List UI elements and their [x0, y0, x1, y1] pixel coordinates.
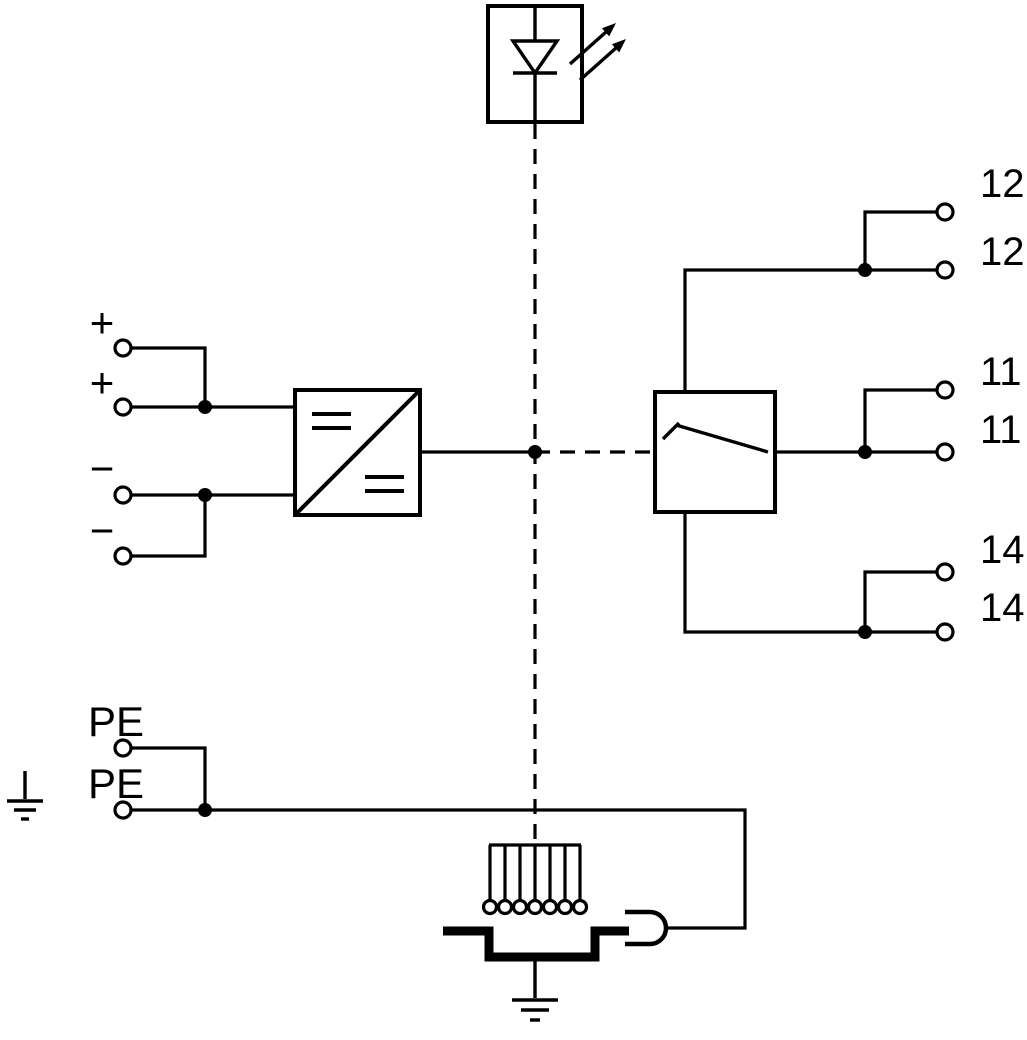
wire-segment: [863, 570, 937, 632]
terminal-12-upper: [935, 202, 955, 222]
pe-terminals: PE PE: [7, 698, 747, 930]
earth-ground-icon: [7, 771, 43, 821]
wire-segment: [131, 746, 207, 810]
label-pe-bottom: PE: [88, 760, 144, 807]
label-11-lower: 11: [980, 408, 1022, 452]
converter-diagonal: [293, 388, 422, 517]
junction-dot: [858, 263, 872, 277]
label-minus-top: −: [90, 445, 115, 492]
terminal-pe-1: [113, 738, 133, 758]
switch-blade-icon: [675, 423, 769, 454]
junction-dot: [198, 488, 212, 502]
latch-hook-icon: [625, 909, 669, 947]
relay-box: [653, 390, 777, 514]
comb-pin: [481, 898, 499, 916]
connector-comb-icon: [481, 843, 589, 916]
terminal-plus-2: [113, 397, 133, 417]
output-terminals: 12 12 11 11 14 14: [935, 162, 1025, 642]
junction-dot: [198, 400, 212, 414]
wire-segment: [131, 346, 207, 407]
terminal-14-lower: [935, 622, 955, 642]
terminal-12-lower: [935, 260, 955, 280]
label-minus-bottom: −: [90, 507, 115, 554]
input-terminals: + + − −: [90, 299, 295, 566]
relay-contact: [653, 210, 937, 639]
junction-dot: [858, 445, 872, 459]
terminal-plus-1: [113, 338, 133, 358]
status-link-line: [528, 124, 655, 845]
terminal-minus-1: [113, 485, 133, 505]
base-channel-icon: [443, 926, 629, 962]
wire-segment: [131, 495, 207, 558]
led-diode-icon: [509, 39, 561, 77]
comb-pin: [526, 898, 544, 916]
label-12-lower: 12: [980, 230, 1025, 274]
terminal-14-upper: [935, 562, 955, 582]
label-11-upper: 11: [980, 350, 1022, 394]
label-plus-bottom: +: [90, 359, 115, 406]
comb-pin: [571, 898, 589, 916]
terminal-pe-2: [113, 800, 133, 820]
label-14-lower: 14: [980, 586, 1025, 630]
junction-dot: [198, 803, 212, 817]
earth-ground-bottom-icon: [512, 957, 558, 1022]
terminal-11-lower: [935, 442, 955, 462]
comb-pin: [511, 898, 529, 916]
wire-segment: [863, 388, 937, 452]
label-12-upper: 12: [980, 162, 1025, 206]
junction-dot: [858, 625, 872, 639]
arrow-shaft: [578, 46, 618, 82]
label-plus-top: +: [90, 299, 115, 346]
label-pe-top: PE: [88, 698, 144, 745]
terminal-11-upper: [935, 380, 955, 400]
arrow-head: [601, 23, 616, 37]
wire-segment: [683, 268, 937, 392]
terminal-minus-2: [113, 546, 133, 566]
comb-pin: [496, 898, 514, 916]
wire-segment: [683, 512, 937, 634]
comb-pin: [556, 898, 574, 916]
label-14-upper: 14: [980, 528, 1025, 572]
comb-pin: [541, 898, 559, 916]
wire-segment: [131, 808, 747, 930]
dc-dc-converter: [293, 388, 535, 517]
wire-segment: [863, 210, 937, 270]
light-emission-arrows-icon: [568, 23, 626, 82]
surge-arrester-base: [443, 843, 669, 1022]
arrow-head: [611, 39, 626, 53]
led-indicator: [486, 4, 626, 124]
arrow-shaft: [568, 30, 608, 66]
